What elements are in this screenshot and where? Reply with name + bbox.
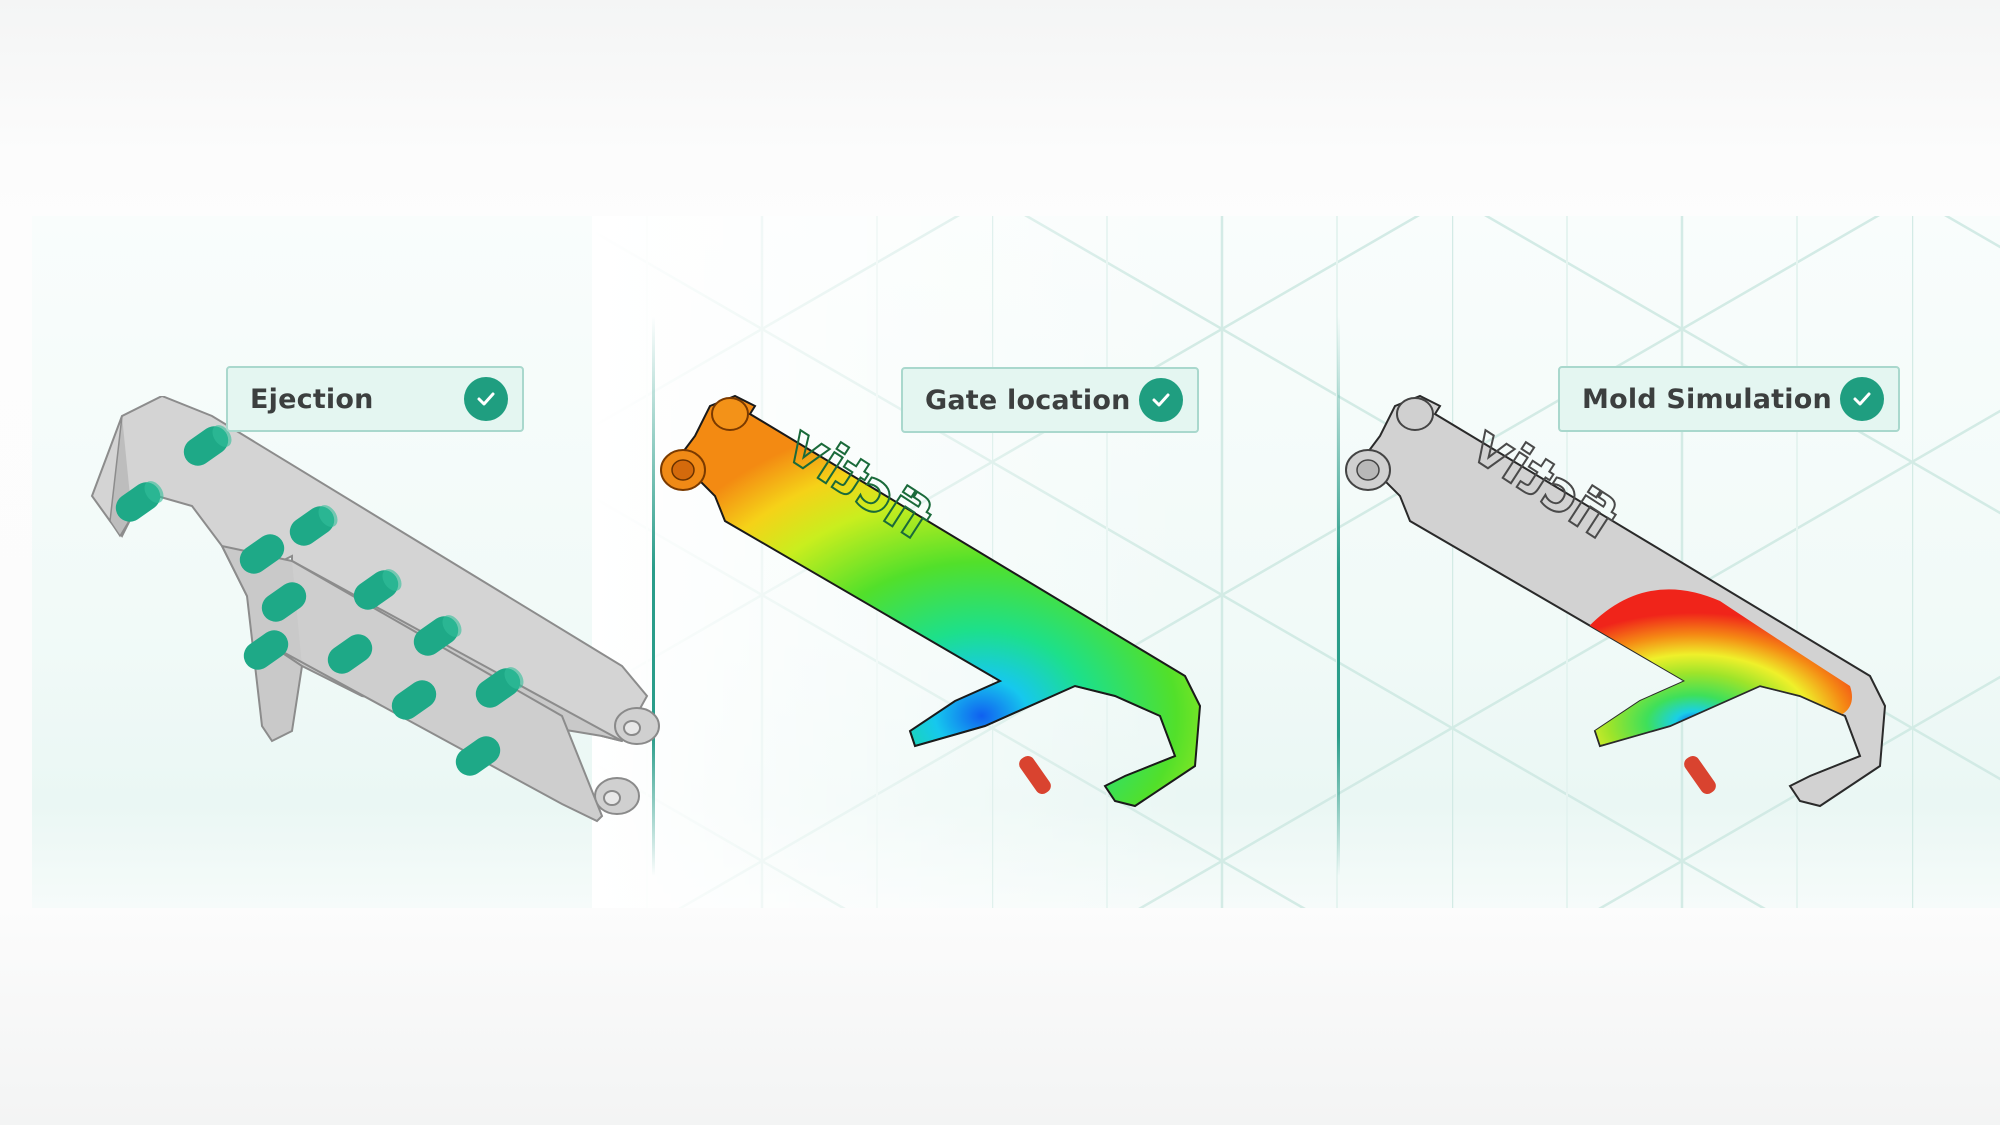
panel-divider — [1337, 316, 1340, 876]
part-with-ejector-pins — [90, 396, 660, 823]
badge-label: Mold Simulation — [1582, 383, 1832, 415]
check-circle-icon — [464, 377, 508, 421]
panel-ejection: Ejection — [32, 216, 660, 908]
part-fill-simulation: fictiv — [1345, 394, 1887, 808]
status-badge-ejection: Ejection — [226, 366, 524, 432]
check-circle-icon — [1840, 377, 1884, 421]
badge-label: Gate location — [925, 384, 1131, 416]
status-badge-mold-simulation: Mold Simulation — [1558, 366, 1900, 432]
panel-gate-location: fictiv Gate location — [655, 216, 1337, 908]
status-badge-gate-location: Gate location — [901, 367, 1199, 433]
part-gate-heatmap: fictiv — [660, 394, 1202, 808]
process-banner: Ejection — [32, 216, 2000, 908]
panel-mold-simulation: fictiv Mold Simulation — [1340, 216, 2000, 908]
badge-label: Ejection — [250, 383, 374, 415]
panel-divider — [652, 316, 655, 876]
check-circle-icon — [1139, 378, 1183, 422]
